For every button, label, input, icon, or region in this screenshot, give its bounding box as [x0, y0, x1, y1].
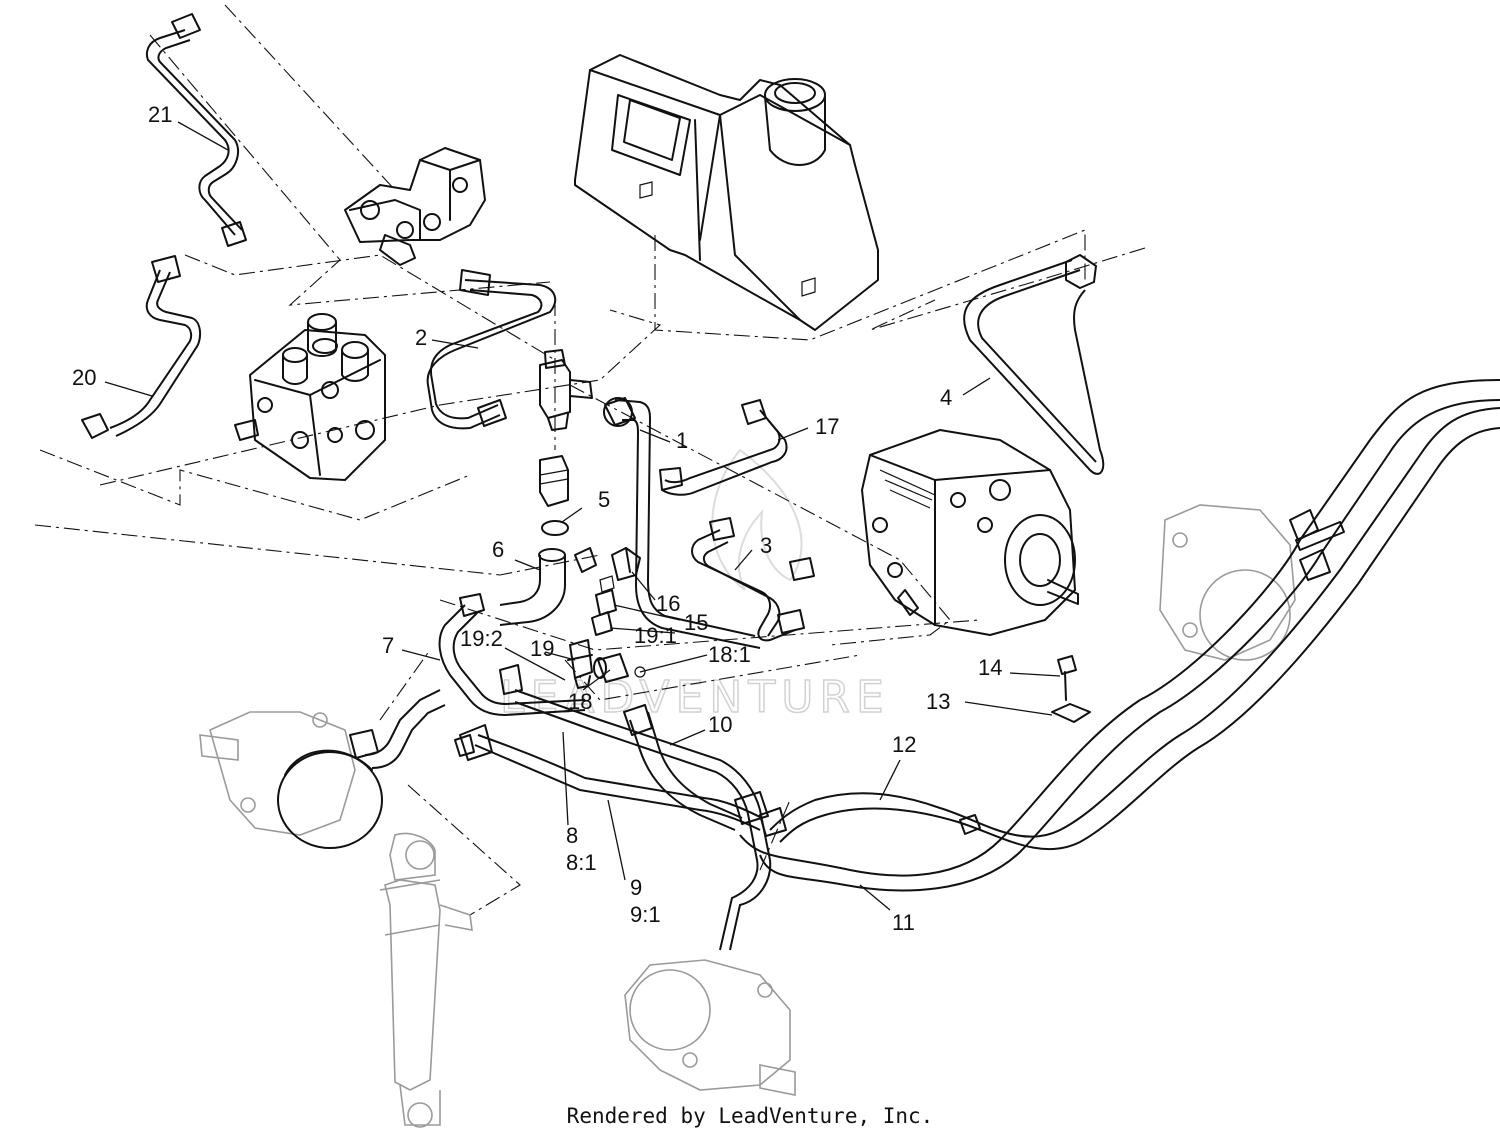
- callout-8-1: 8:1: [566, 850, 597, 875]
- tube-3: [691, 517, 815, 642]
- callout-14: 14: [978, 655, 1002, 680]
- valve-assembly-upper: [344, 147, 486, 266]
- lift-cylinder: [379, 832, 473, 1128]
- wheel-motor-front: [624, 959, 796, 1096]
- hydraulic-tank: [574, 54, 879, 331]
- callout-13: 13: [926, 689, 950, 714]
- tube-8: [454, 724, 763, 831]
- callout-16: 16: [656, 591, 680, 616]
- tube-20: [81, 255, 202, 439]
- tube-4: [963, 254, 1105, 475]
- watermark: LEADVENTURE: [499, 448, 890, 724]
- callout-2: 2: [415, 325, 427, 350]
- callout-10: 10: [708, 712, 732, 737]
- callout-4: 4: [940, 385, 952, 410]
- tee-fitting: [539, 349, 593, 507]
- fitting-16: [611, 547, 641, 581]
- hose-10: [623, 704, 787, 837]
- callout-12: 12: [892, 732, 916, 757]
- watermark-text: LEADVENTURE: [500, 672, 890, 723]
- callout-19-1: 19:1: [634, 623, 677, 648]
- callout-19-2: 19:2: [460, 626, 503, 651]
- fitting-15: [591, 575, 617, 636]
- tube-2: [426, 269, 557, 430]
- callout-18-1: 18:1: [708, 642, 751, 667]
- assembly-dash-lines: [34, 4, 1146, 916]
- callout-9: 9: [630, 875, 642, 900]
- callout-17: 17: [815, 414, 839, 439]
- elbow-hose-6: [499, 547, 597, 626]
- wheel-motor-left: [199, 711, 383, 849]
- wheel-motor-right-rear: [1159, 504, 1296, 661]
- bolt-14: [1057, 655, 1077, 701]
- hydraulic-pump: [861, 429, 1079, 636]
- clamp-13: [1051, 703, 1091, 723]
- callout-8: 8: [566, 823, 578, 848]
- o-ring-5: [541, 520, 569, 536]
- valve-block-lower: [234, 313, 386, 481]
- callout-labels: 21 20 2 1 17 3 4 5 6 16 15 19:1 19:2 19 …: [72, 102, 1002, 935]
- tube-21: [145, 13, 247, 247]
- hose-11-12: [739, 379, 1500, 892]
- tube-1: [603, 397, 761, 649]
- callout-18: 18: [568, 689, 592, 714]
- callout-5: 5: [598, 487, 610, 512]
- tube-7: [349, 593, 586, 769]
- callout-3: 3: [760, 533, 772, 558]
- flame-logo: [711, 448, 803, 591]
- callout-11: 11: [892, 910, 915, 935]
- callout-7: 7: [382, 633, 394, 658]
- footer-credit: Rendered by LeadVenture, Inc.: [566, 1104, 934, 1128]
- callout-1: 1: [676, 428, 688, 453]
- callout-20: 20: [72, 365, 96, 390]
- tube-17: [659, 399, 788, 496]
- callout-15: 15: [684, 610, 708, 635]
- callout-9-1: 9:1: [630, 902, 661, 927]
- callout-21: 21: [148, 102, 172, 127]
- leader-lines: [104, 121, 1061, 911]
- callout-19: 19: [530, 636, 554, 661]
- callout-6: 6: [492, 537, 504, 562]
- tube-9: [514, 689, 772, 951]
